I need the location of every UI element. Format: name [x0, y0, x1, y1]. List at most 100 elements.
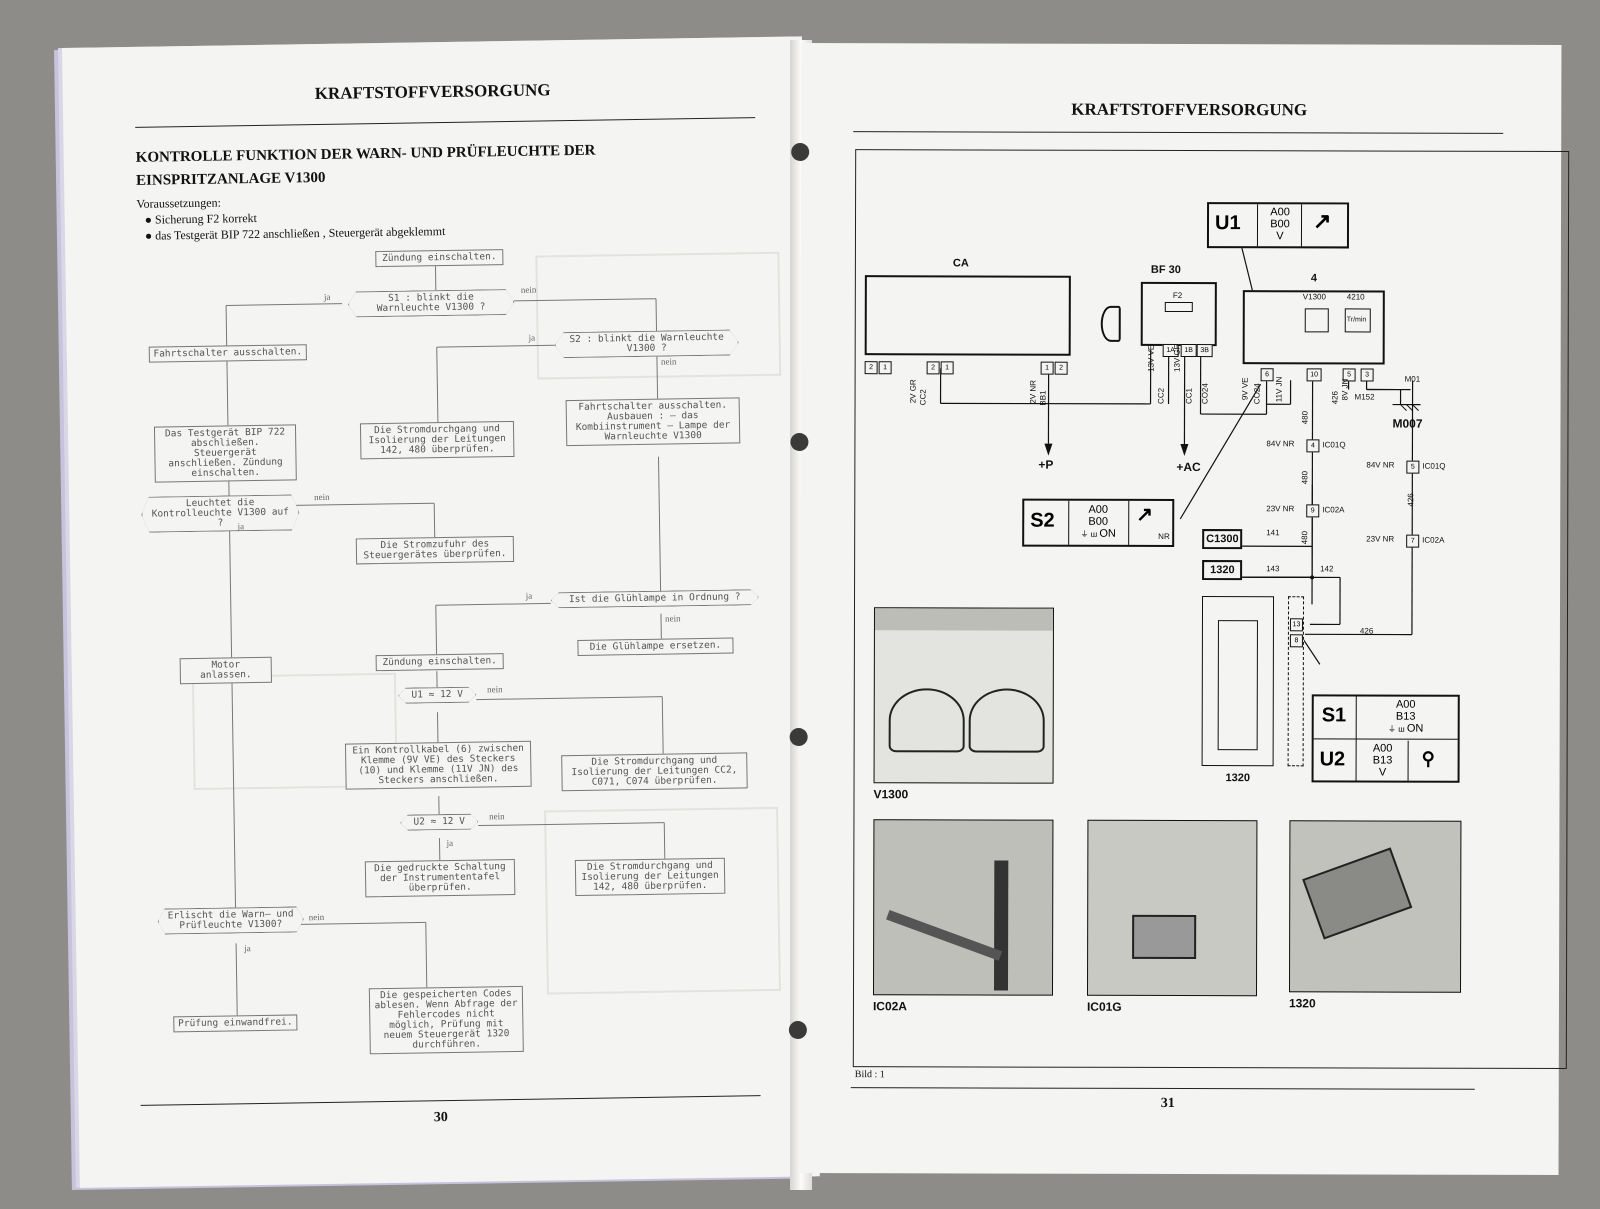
label-ic02a: IC02A	[1322, 505, 1345, 515]
leuchtet-nein: nein	[314, 491, 330, 503]
gluh-ja: ja	[525, 590, 533, 601]
label-23vnr: 23V NR	[1266, 504, 1295, 514]
pin-9: 9	[1306, 504, 1320, 518]
gluh-nein: nein	[664, 613, 681, 624]
label-m152: M152	[1354, 392, 1375, 402]
fuse-f2	[1164, 301, 1193, 313]
photo-1320	[1288, 820, 1462, 993]
flow-ignition-on-2: Zündung einschalten.	[375, 653, 504, 672]
label-ic01q-b: IC01Q	[1422, 461, 1446, 471]
label-1320: 1320	[1210, 564, 1235, 577]
s1-nein: nein	[520, 284, 537, 295]
page-number-left: 30	[433, 1110, 448, 1126]
ca-pin-2b: 2	[926, 361, 940, 375]
ca-connector-plug	[1100, 305, 1121, 342]
label-ic01q: IC01Q	[1322, 440, 1346, 450]
wire-13vve: 13V VE	[1146, 344, 1156, 372]
flow-check-142-480-b: Die Stromdurchgang und Isolierung der Le…	[574, 857, 726, 897]
wire-co24b: CO24	[1252, 383, 1262, 405]
c4-pin-10: 10	[1306, 368, 1322, 382]
caption-v1300: V1300	[873, 787, 909, 802]
label-fuse-f2: F2	[1172, 290, 1183, 301]
u2-label: U2	[1319, 748, 1346, 771]
flow-decision-u1: U1 ≈ 12 V	[398, 687, 476, 704]
s2-label: S2	[1030, 509, 1055, 532]
wire-8vjn: 8V JN	[1340, 378, 1350, 401]
wire-426: 426	[1330, 391, 1340, 405]
wire-13vgr: 13V GR	[1172, 343, 1182, 373]
wire-141: 141	[1266, 528, 1280, 538]
figure-label: Bild : 1	[854, 1069, 885, 1081]
flow-decision-u2: U2 ≈ 12 V	[400, 814, 478, 831]
flow-decision-lamp-on: Leuchtet die Kontrolleuchte V1300 auf ?	[141, 494, 300, 532]
label-1320-ecu: 1320	[1225, 772, 1251, 785]
label-v1300-lamp: V1300	[1302, 292, 1326, 302]
flow-switch-off-1: Fahrtschalter ausschalten.	[148, 344, 307, 363]
flow-check-circuit-board: Die gedruckte Schaltung der Instrumenten…	[364, 858, 516, 898]
erlischt-nein: nein	[308, 911, 325, 923]
label-ca: CA	[952, 257, 969, 270]
wire-2vnr: 2V NR	[1028, 380, 1038, 404]
left-page: KRAFTSTOFFVERSORGUNG KONTROLLE FUNKTION …	[62, 36, 820, 1188]
wire-11vjn: 11V JN	[1274, 376, 1284, 403]
wire-142: 142	[1320, 564, 1334, 574]
label-84vnr: 84V NR	[1266, 439, 1295, 449]
wire-co24: CO24	[1200, 383, 1210, 405]
right-page: KRAFTSTOFFVERSORGUNG	[788, 43, 1570, 1175]
ca-pin-1c: 1	[1040, 361, 1054, 375]
s1-ja: ja	[323, 291, 331, 302]
label-4: 4	[1310, 272, 1318, 285]
u2-voltmeter-icon: ⚲	[1421, 748, 1435, 769]
wire-2vgr: 2V GR	[908, 379, 918, 404]
label-bf30: BF 30	[1150, 263, 1181, 277]
flow-check-power-supply: Die Stromzufuhr des Steuergerätes überpr…	[355, 535, 515, 565]
ca-pin-1b: 1	[940, 361, 954, 375]
wire-cc2b: CC2	[1156, 387, 1166, 404]
flow-read-codes: Die gespeicherten Codes ablesen. Wenn Ab…	[368, 985, 524, 1055]
wire-cc1: CC1	[1184, 387, 1194, 405]
ca-pin-2a: 2	[864, 361, 878, 375]
wire-cc2: CC2	[918, 389, 928, 406]
label-plus-ac: +AC	[1176, 459, 1201, 475]
flow-start-engine: Motor anlassen.	[179, 656, 272, 685]
u2-ja: ja	[446, 837, 454, 849]
pin-13: 13	[1289, 618, 1303, 632]
c4-pin-3: 3	[1360, 368, 1374, 382]
ca-pin-2c: 2	[1054, 361, 1068, 375]
flow-check-142-480-a: Die Stromdurchgang und Isolierung der Le…	[359, 420, 515, 460]
flow-decision-s2: S2 : blinkt die Warnleuchte V1300 ?	[555, 329, 739, 358]
photo-ic01g	[1086, 819, 1258, 997]
pin-5: 5	[1406, 460, 1420, 474]
flow-test-ok: Prüfung einwandfrei.	[173, 1014, 298, 1033]
label-trmin: Tr/min	[1346, 316, 1367, 324]
wire-426b: 426	[1406, 493, 1416, 507]
pin-4: 4	[1306, 439, 1320, 453]
label-plus-p: +P	[1038, 457, 1054, 472]
wire-9vve: 9V VE	[1240, 377, 1250, 401]
flow-decision-lamp-off: Erlischt die Warn– und Prüfleuchte V1300…	[158, 906, 304, 934]
s2-nr: NR	[1158, 531, 1170, 541]
warning-lamp-icon	[1304, 308, 1329, 333]
flow-check-cc2-c071-c074: Die Stromdurchgang und Isolierung der Le…	[561, 752, 748, 792]
flow-replace-bulb: Die Glühlampe ersetzen.	[577, 637, 734, 656]
wire-480a: 480	[1300, 410, 1310, 425]
u1-probe-icon: ↗	[1312, 208, 1332, 234]
pin-8: 8	[1289, 634, 1303, 648]
wire-480c: 480	[1300, 530, 1310, 545]
wire-bb1: BB1	[1038, 390, 1048, 406]
u2-nein: nein	[489, 811, 505, 822]
flow-control-cable: Ein Kontrollkabel (6) zwischen Klemme (9…	[344, 740, 532, 790]
u1-nein: nein	[487, 684, 503, 695]
leuchtet-ja: ja	[237, 521, 245, 532]
caption-ic02a: IC02A	[872, 999, 907, 1014]
s2-ja: ja	[528, 332, 536, 343]
bf30-pin-1b: 1B	[1180, 344, 1197, 358]
bf30-pin-3b: 3B	[1196, 344, 1213, 358]
pin-7: 7	[1406, 534, 1420, 548]
component-ca	[864, 275, 1071, 356]
photo-ic02a	[872, 819, 1054, 996]
